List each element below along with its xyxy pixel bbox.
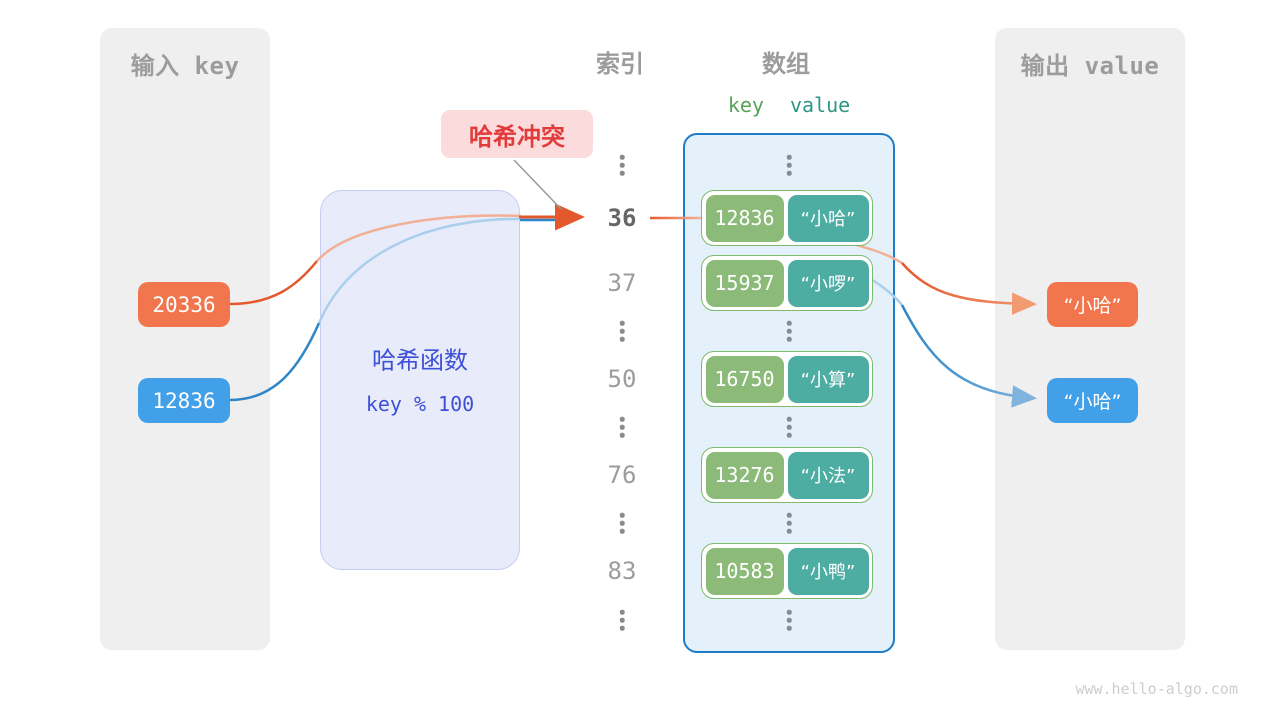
hash-function-box xyxy=(320,190,520,570)
key-header-label: key xyxy=(727,93,764,117)
bucket-value: “小算” xyxy=(787,355,869,403)
bucket-value: “小鸭” xyxy=(787,547,869,595)
vertical-ellipsis-icon xyxy=(786,512,792,534)
input-panel-title: 输入 key xyxy=(130,52,240,80)
hash-function-name: 哈希函数 xyxy=(372,346,468,375)
input-key-12836: 12836 xyxy=(138,378,230,423)
input-key-20336: 20336 xyxy=(138,282,230,327)
index-value-37: 37 xyxy=(607,269,637,297)
vertical-ellipsis-icon xyxy=(786,320,792,342)
vertical-ellipsis-icon xyxy=(786,154,792,176)
bucket-row: 16750 “小算” xyxy=(701,351,873,407)
vertical-ellipsis-icon xyxy=(786,416,792,438)
bucket-value: “小哈” xyxy=(787,194,869,242)
output-value-orange: “小哈” xyxy=(1047,282,1138,327)
array-kv-header: key value xyxy=(683,93,895,117)
bucket-row: 12836 “小哈” xyxy=(701,190,873,246)
index-value-50: 50 xyxy=(607,365,637,393)
output-value-blue: “小哈” xyxy=(1047,378,1138,423)
bucket-key: 15937 xyxy=(705,259,784,307)
value-header-label: value xyxy=(789,93,851,117)
output-panel xyxy=(995,28,1185,650)
bucket-key: 16750 xyxy=(705,355,784,403)
bucket-key: 13276 xyxy=(705,451,784,499)
hash-collision-badge: 哈希冲突 xyxy=(441,110,593,158)
vertical-ellipsis-icon xyxy=(619,416,625,438)
vertical-ellipsis-icon xyxy=(619,154,625,176)
hash-function-formula: key % 100 xyxy=(365,392,475,416)
site-watermark: www.hello-algo.com xyxy=(1075,680,1238,698)
index-column-title: 索引 xyxy=(596,50,644,78)
bucket-value: “小啰” xyxy=(787,259,869,307)
bucket-key: 10583 xyxy=(705,547,784,595)
vertical-ellipsis-icon xyxy=(786,609,792,631)
vertical-ellipsis-icon xyxy=(619,512,625,534)
output-panel-title: 输出 value xyxy=(1020,52,1160,80)
index-value-76: 76 xyxy=(607,461,637,489)
array-column-title: 数组 xyxy=(762,50,810,78)
bucket-row: 10583 “小鸭” xyxy=(701,543,873,599)
index-value-83: 83 xyxy=(607,557,637,585)
bucket-row: 15937 “小啰” xyxy=(701,255,873,311)
bucket-value: “小法” xyxy=(787,451,869,499)
bucket-row: 13276 “小法” xyxy=(701,447,873,503)
vertical-ellipsis-icon xyxy=(619,609,625,631)
input-panel xyxy=(100,28,270,650)
vertical-ellipsis-icon xyxy=(619,320,625,342)
bucket-key: 12836 xyxy=(705,194,784,242)
index-value-36: 36 xyxy=(607,204,637,232)
